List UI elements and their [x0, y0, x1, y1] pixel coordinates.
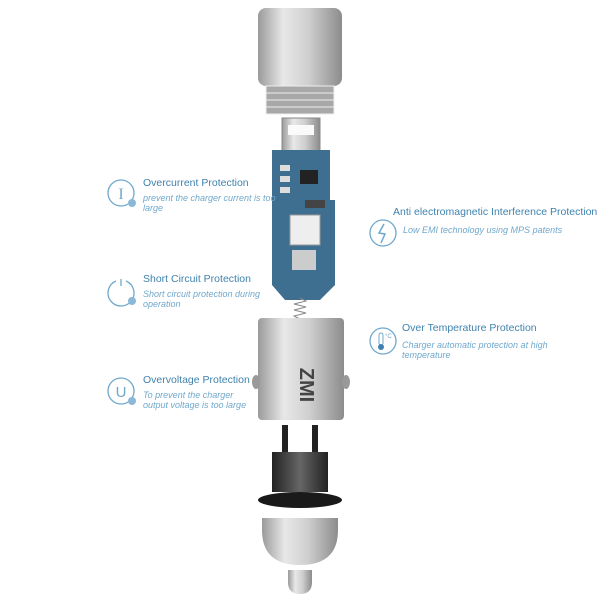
top-cap	[258, 8, 342, 115]
feature-emi: Anti electromagnetic Interference Protec…	[393, 206, 600, 235]
feature-desc: Charger automatic protection at high tem…	[402, 340, 548, 360]
feature-desc: Short circuit protection during operatio…	[143, 289, 261, 309]
feature-title: Anti electromagnetic Interference Protec…	[393, 206, 598, 218]
svg-text:I: I	[118, 186, 123, 203]
feature-title: Overcurrent Protection	[143, 177, 249, 189]
tip	[288, 570, 312, 594]
lightning-icon	[369, 219, 397, 247]
pcb-board	[272, 150, 335, 300]
feature-desc: Low EMI technology using MPS patents	[403, 225, 563, 235]
feature-desc: To prevent the charger output voltage is…	[143, 390, 247, 410]
connector-base	[258, 425, 342, 508]
feature-desc: prevent the charger current is too large	[143, 193, 276, 213]
current-i-icon: I	[107, 179, 136, 207]
temp-unit: °C	[385, 334, 392, 340]
spring	[292, 297, 308, 320]
thermometer-icon: °C	[369, 327, 397, 355]
feature-title: Short Circuit Protection	[143, 273, 251, 285]
svg-text:U: U	[116, 384, 127, 401]
voltage-u-icon: U	[107, 377, 136, 405]
feature-overvoltage: Overvoltage Protection To prevent the ch…	[143, 374, 258, 410]
feature-overcurrent: Overcurrent Protection prevent the charg…	[143, 177, 283, 213]
power-icon	[107, 279, 136, 307]
feature-title: Over Temperature Protection	[402, 322, 537, 334]
bottom-dome	[262, 518, 338, 565]
brand-logo: ZMI	[295, 368, 317, 402]
charger-body: ZMI	[252, 318, 350, 420]
feature-over-temperature: Over Temperature Protection Charger auto…	[402, 322, 572, 360]
feature-short-circuit: Short Circuit Protection Short circuit p…	[143, 273, 278, 309]
feature-title: Overvoltage Protection	[143, 374, 250, 386]
